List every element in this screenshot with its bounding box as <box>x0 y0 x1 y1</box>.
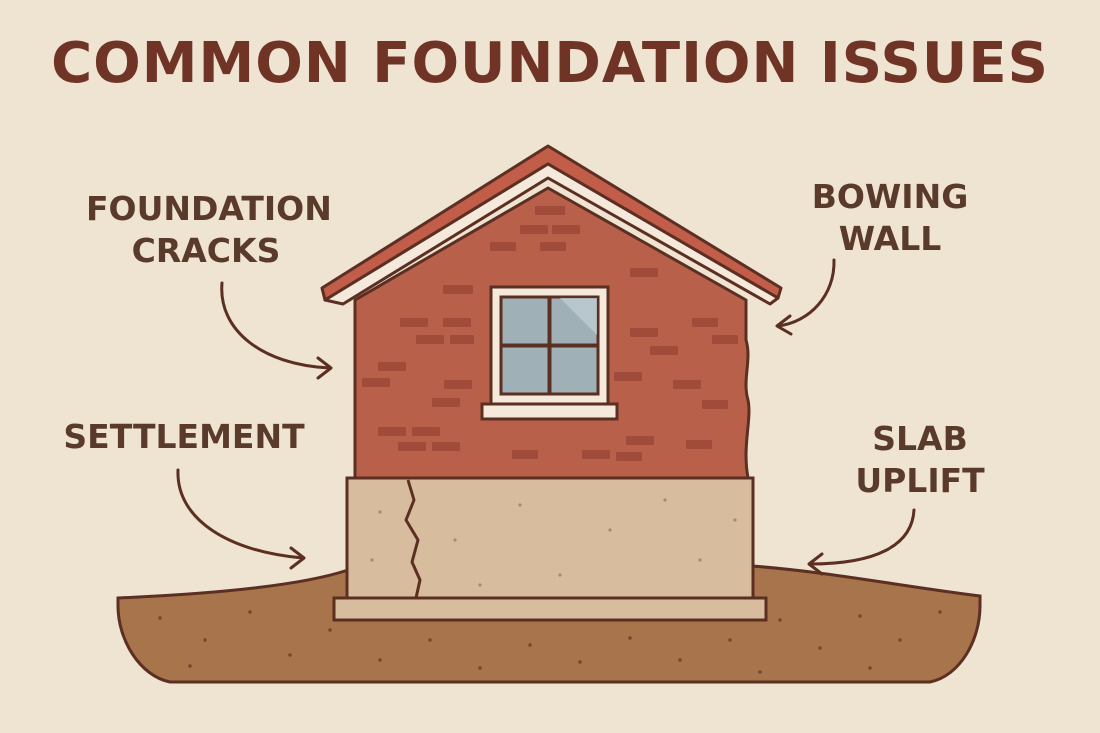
arrow-settlement <box>176 468 306 570</box>
label-foundation-cracks: FOUNDATION CRACKS <box>86 188 332 272</box>
label-bowing-wall-line1: BOWING <box>811 177 969 216</box>
window-sill <box>480 402 619 421</box>
label-bowing-wall: BOWING WALL <box>800 176 980 260</box>
arrow-foundation-cracks <box>220 281 333 380</box>
window-reflection <box>560 298 597 335</box>
label-slab-uplift-line2: UPLIFT <box>855 461 985 500</box>
foundation-crack <box>404 479 422 599</box>
label-settlement-line1: SETTLEMENT <box>63 417 305 456</box>
brick-pattern <box>362 206 738 461</box>
label-foundation-cracks-line1: FOUNDATION <box>86 189 332 228</box>
label-settlement: SETTLEMENT <box>60 416 308 458</box>
label-slab-uplift-line1: SLAB <box>872 419 968 458</box>
label-bowing-wall-line2: WALL <box>838 219 942 258</box>
foundation-wall <box>345 476 755 602</box>
soil-ground <box>116 564 982 684</box>
foundation-specks <box>370 498 737 587</box>
soil-specks <box>158 610 942 674</box>
arrow-slab-uplift <box>807 508 916 576</box>
diagram-title: COMMON FOUNDATION ISSUES <box>51 31 1049 96</box>
label-slab-uplift: SLAB UPLIFT <box>840 418 1000 502</box>
arrow-bowing-wall <box>775 258 836 336</box>
roof-trim <box>323 162 780 306</box>
footing-slab <box>332 596 768 622</box>
label-foundation-cracks-line2: CRACKS <box>131 231 281 270</box>
